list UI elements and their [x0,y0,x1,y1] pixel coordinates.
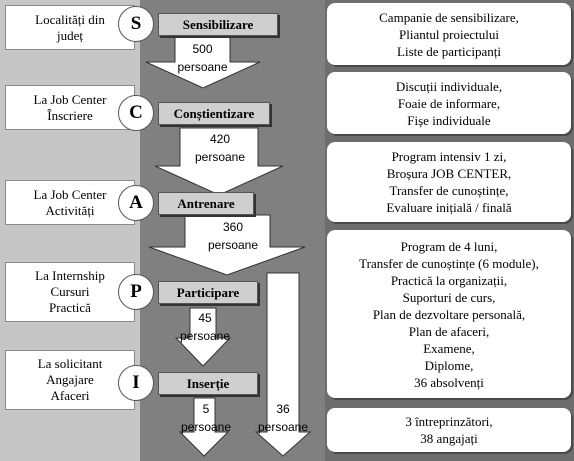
flow-count: 45 [198,311,212,325]
location-line: Localități din [35,11,105,27]
location-line: La Internship [35,268,105,283]
stage-label: Conștientizare [173,105,255,121]
stage-letter: A [129,192,143,213]
activities-box-2: Discuții individuale, Foaie de informare… [327,72,571,134]
location-line: județ [56,27,83,43]
stage-letter-a: A [118,185,154,221]
stage-box-antrenare: Antrenare [158,192,254,215]
activity-line: Plan de dezvoltare personală, [372,306,526,322]
location-line: La Job Center [33,186,107,202]
flow-label-1: 500 persoane [175,40,230,76]
stage-label: Antrenare [177,195,235,211]
stage-box-sensibilizare: Sensibilizare [158,13,278,36]
flow-label-5: 5 persoane [176,400,236,436]
location-line: La Job Center [33,91,107,107]
stage-letter-s: S [118,6,154,42]
stage-letter: I [132,372,140,393]
activity-line: Transfer de cunoștințe (6 module), [359,255,539,271]
activity-line: Plan de afaceri, [408,323,490,339]
activity-line: Fișe individuale [407,112,491,128]
flow-count: 36 [276,402,290,416]
flow-count: 360 [222,220,244,234]
location-line: Afaceri [50,388,90,403]
flow-count: 420 [209,132,231,146]
flow-unit: persoane [257,420,309,434]
stage-label: Inserție [186,375,230,391]
flow-unit: persoane [179,329,231,343]
flow-arrow-1 [145,36,261,89]
location-line: La solicitant [37,356,103,371]
activity-line: Foaie de informare, [397,95,501,111]
location-line: Înscriere [47,107,93,123]
stage-box-insertie: Inserție [158,372,258,395]
stage-letter-c: C [118,95,154,131]
flow-count: 500 [192,42,213,56]
activity-line: 36 absolvenți [414,374,484,390]
stage-letter: S [130,13,142,34]
activity-line: Pliantul proiectului [398,26,499,42]
flow-arrow-4 [174,307,232,367]
activity-line: Program de 4 luni, [400,238,498,254]
stage-box-constientizare: Conștientizare [158,102,270,125]
flow-label-2: 420 persoane [190,130,250,166]
activity-line: Liste de participanți [397,43,501,59]
flow-count: 5 [202,402,210,416]
activity-line: Discuții individuale, [395,78,503,94]
activity-line: Campanie de sensibilizare, [379,9,519,25]
location-line: Activități [45,202,95,218]
flow-arrow-6 [254,272,312,457]
flow-unit: persoane [180,420,232,434]
flow-arrow-3 [148,214,306,276]
flow-unit: persoane [177,60,228,74]
stage-letter-p: P [118,274,154,310]
activities-box-4: Program de 4 luni, Transfer de cunoștinț… [327,230,571,398]
activity-line: 3 întreprinzători, [405,414,493,429]
stage-label: Participare [176,284,240,300]
stage-letter: C [129,102,143,123]
activity-line: Suporturi de curs, [402,289,496,305]
stage-label: Sensibilizare [182,16,254,32]
flow-arrow-2 [154,127,284,196]
flow-arrow-5 [178,397,230,457]
flow-label-6: 36 persoane [253,400,313,436]
activity-line: Practică la organizații, [390,272,508,288]
activity-line: Examene, [423,340,475,356]
stage-letter-i: I [118,365,154,401]
activities-box-1: Campanie de sensibilizare, Pliantul proi… [327,3,571,65]
activity-line: Evaluare inițială / finală [386,200,512,215]
location-line: Practică [49,300,91,315]
flow-unit: persoane [194,150,246,164]
activity-line: Transfer de cunoștințe, [389,183,509,198]
activity-line: Diplome, [424,357,474,373]
flow-unit: persoane [207,238,259,252]
activities-box-3: Program intensiv 1 zi, Broșura JOB CENTE… [327,142,571,222]
stage-box-participare: Participare [158,281,258,304]
activities-box-5: 3 întreprinzători, 38 angajați [327,408,571,452]
activity-line: Program intensiv 1 zi, [391,149,507,164]
location-line: Angajare [46,372,94,387]
location-line: Cursuri [50,284,90,299]
activity-line: 38 angajați [420,431,478,446]
stage-letter: P [130,281,142,302]
activity-line: Broșura JOB CENTER, [386,166,512,181]
flow-label-4: 45 persoane [176,309,234,345]
flow-label-3: 360 persoane [203,218,263,254]
